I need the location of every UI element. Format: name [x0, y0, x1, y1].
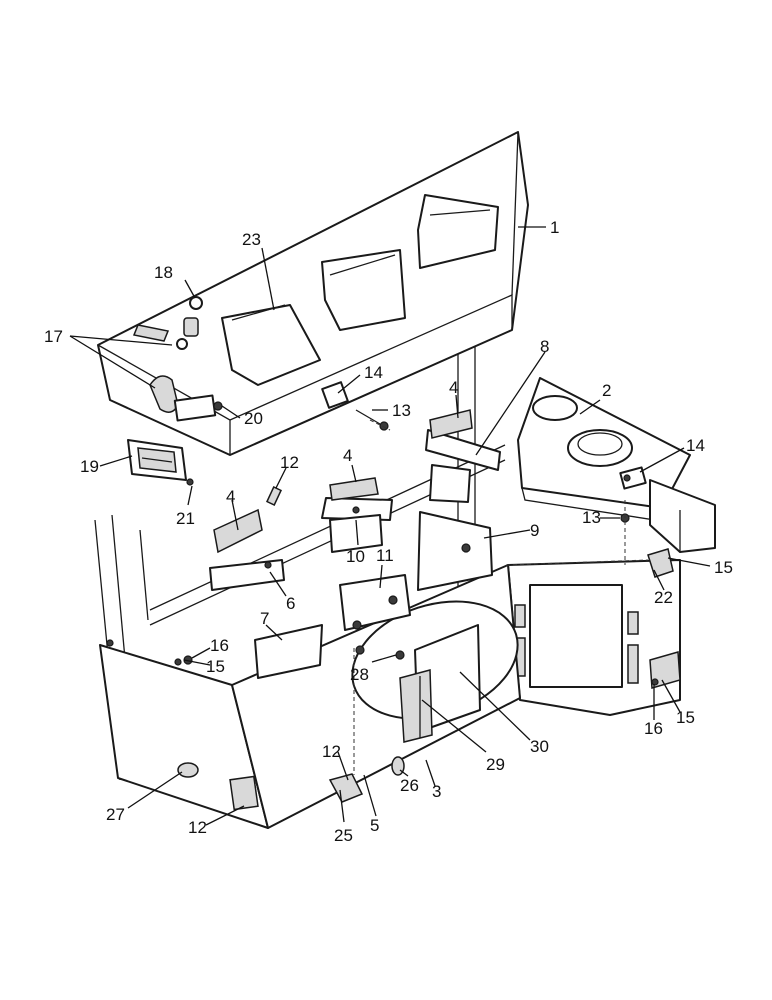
callout-12: 12 — [188, 818, 207, 837]
callout-15: 15 — [714, 558, 733, 577]
callout-9: 9 — [530, 521, 539, 540]
upper-panel — [97, 131, 529, 456]
callout-1: 1 — [550, 218, 559, 237]
callout-17: 17 — [44, 327, 63, 346]
callout-12: 12 — [280, 453, 299, 472]
callout-11: 11 — [376, 546, 394, 565]
lower-panel — [99, 564, 521, 829]
callout-28: 28 — [350, 665, 369, 684]
side-box — [517, 377, 716, 553]
bracket-6 — [209, 559, 285, 591]
callout-21: 21 — [176, 509, 195, 528]
brackets — [209, 409, 501, 679]
bracket-11 — [339, 574, 411, 631]
callout-13: 13 — [582, 508, 601, 527]
callout-15: 15 — [206, 657, 225, 676]
callout-22: 22 — [654, 588, 673, 607]
callout-23: 23 — [242, 230, 261, 249]
callout-20: 20 — [244, 409, 263, 428]
callout-26: 26 — [400, 776, 419, 795]
callout-2: 2 — [602, 381, 611, 400]
latch-bracket — [127, 439, 194, 486]
callout-19: 19 — [80, 457, 99, 476]
callout-14: 14 — [686, 436, 705, 455]
callout-12: 12 — [322, 742, 341, 761]
callout-16: 16 — [644, 719, 663, 738]
bracket-7 — [254, 624, 323, 679]
bracket-8 — [425, 429, 501, 471]
callout-10: 10 — [346, 547, 365, 566]
callout-30: 30 — [530, 737, 549, 756]
callout-13: 13 — [392, 401, 411, 420]
callout-7: 7 — [260, 609, 269, 628]
fastener — [213, 401, 223, 411]
callout-8: 8 — [540, 337, 549, 356]
callout-4: 4 — [343, 446, 352, 465]
reference-lines — [353, 419, 649, 775]
callout-3: 3 — [432, 782, 441, 801]
callout-5: 5 — [370, 816, 379, 835]
bracket-10 — [329, 514, 383, 553]
callout-14: 14 — [364, 363, 383, 382]
callout-4: 4 — [449, 378, 458, 397]
callouts: 1 2 3 4 4 4 5 6 7 8 9 10 11 12 12 12 13 … — [44, 218, 733, 845]
latch-plate — [173, 394, 217, 422]
panel-window — [321, 249, 406, 331]
callout-16: 16 — [210, 636, 229, 655]
callout-15: 15 — [676, 708, 695, 727]
panel-window — [417, 194, 499, 269]
callout-6: 6 — [286, 594, 295, 613]
callout-25: 25 — [334, 826, 353, 845]
callout-29: 29 — [486, 755, 505, 774]
callout-18: 18 — [154, 263, 173, 282]
callout-27: 27 — [106, 805, 125, 824]
callout-4: 4 — [226, 487, 235, 506]
leader-lines — [69, 226, 711, 826]
right-frame — [507, 548, 681, 716]
loose-parts — [132, 296, 389, 431]
bracket-9 — [417, 511, 493, 591]
